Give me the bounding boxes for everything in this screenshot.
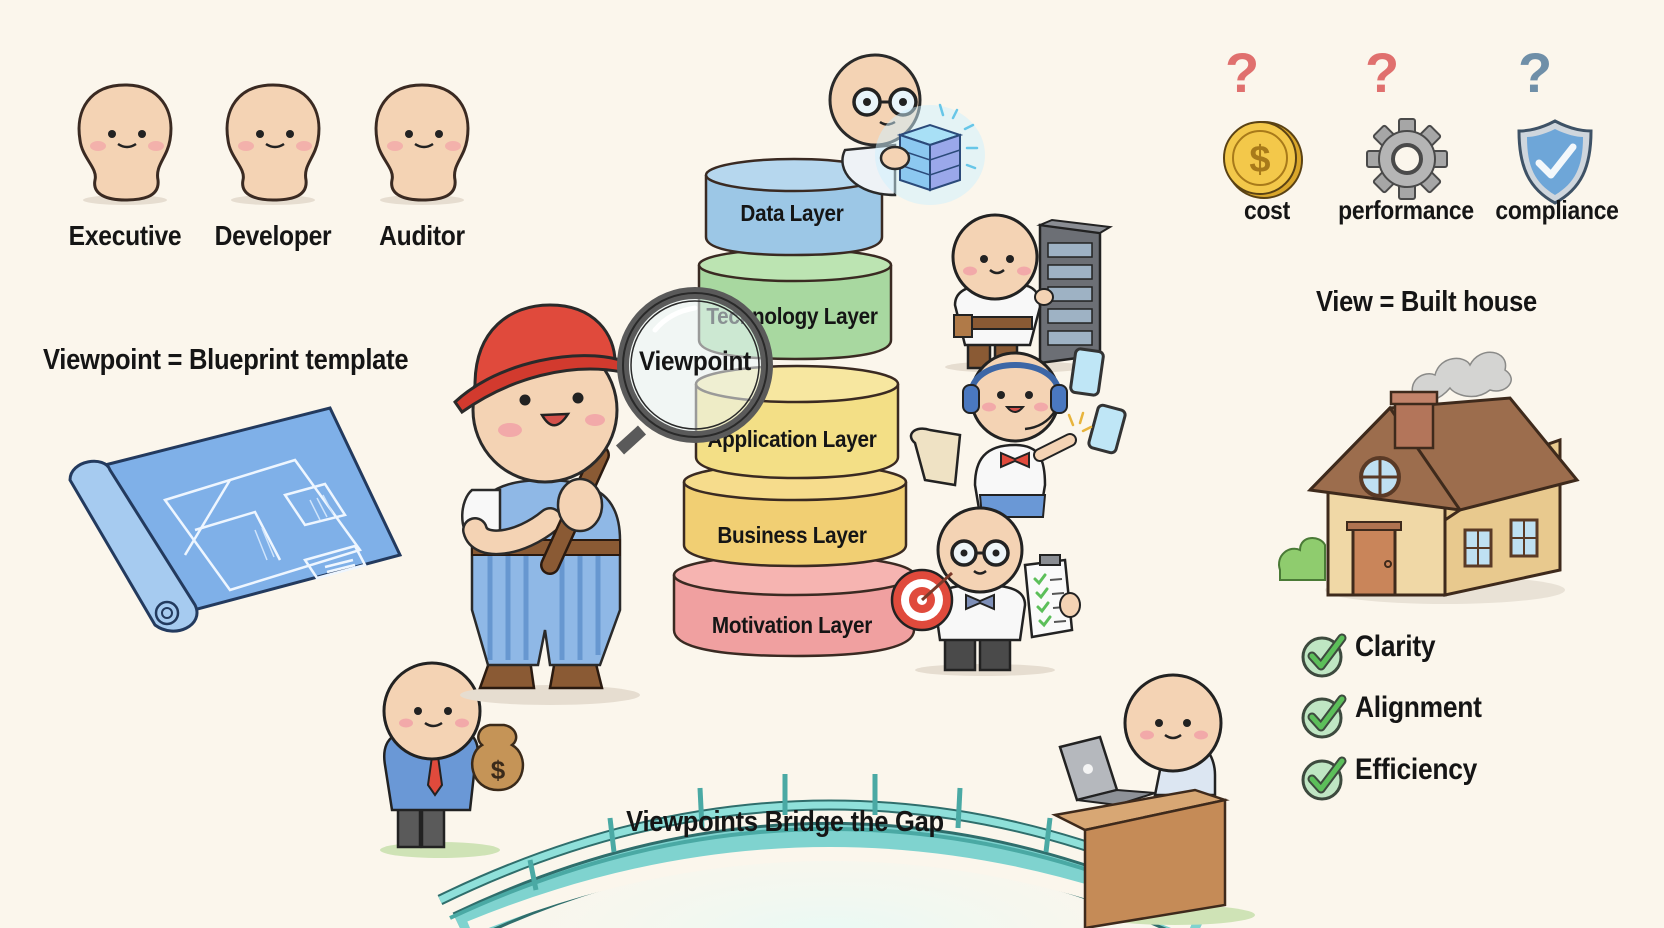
- strategist-figure: [890, 506, 1081, 676]
- executive-with-moneybag-figure: $: [380, 661, 525, 858]
- benefit-item-clarity: Clarity: [1300, 630, 1600, 680]
- benefit-item-efficiency: Efficiency: [1300, 753, 1600, 803]
- layer-label-motivation: Motivation Layer: [711, 612, 873, 638]
- head-icon: [77, 83, 173, 205]
- benefit-label: Clarity: [1355, 630, 1436, 663]
- check-circle-icon: [1301, 756, 1347, 801]
- benefit-label: Efficiency: [1355, 753, 1478, 786]
- concern-label-compliance: compliance: [1495, 195, 1619, 225]
- stakeholder-label-auditor: Auditor: [379, 220, 465, 251]
- head-icon: [225, 83, 321, 205]
- question-mark-icon: ?: [1365, 41, 1399, 104]
- head-icon: [374, 83, 470, 205]
- stakeholder-label-executive: Executive: [68, 220, 182, 251]
- viewpoint-analogy-text: Viewpoint = Blueprint template: [43, 344, 409, 376]
- view-analogy-text: View = Built house: [1316, 286, 1537, 318]
- shield-check-icon: [1517, 119, 1593, 205]
- svg-text:$: $: [491, 755, 506, 785]
- developer-at-desk-figure: [1051, 673, 1255, 928]
- bridge-icon: [437, 770, 1223, 928]
- svg-text:$: $: [1249, 139, 1270, 181]
- concern-label-performance: performance: [1338, 195, 1474, 225]
- concern-label-cost: cost: [1243, 195, 1290, 225]
- magnifier-viewpoint-label: Viewpoint: [639, 346, 751, 376]
- blueprint-scroll-icon: [68, 406, 403, 633]
- gear-icon: [1366, 118, 1448, 200]
- support-agent-figure: [909, 347, 1127, 518]
- check-circle-icon: [1301, 694, 1347, 739]
- concerns-group: ? ? ? $ cost performance: [1180, 35, 1640, 245]
- benefit-item-alignment: Alignment: [1300, 691, 1600, 741]
- data-engineer-figure: [828, 53, 985, 205]
- stakeholder-label-developer: Developer: [214, 220, 332, 251]
- layer-label-business: Business Layer: [717, 522, 867, 548]
- question-mark-icon: ?: [1225, 41, 1259, 104]
- house-icon: [1278, 351, 1580, 604]
- stakeholders-group: Executive Developer Auditor: [55, 70, 495, 260]
- layer-label-data: Data Layer: [740, 200, 844, 226]
- question-mark-icon: ?: [1518, 41, 1552, 104]
- coin-dollar-icon: $: [1223, 121, 1303, 199]
- layer-stack: Data Layer Technology Layer Application …: [670, 150, 920, 680]
- bridge-caption: Viewpoints Bridge the Gap: [626, 806, 944, 838]
- technician-with-server-figure: [945, 213, 1114, 373]
- check-circle-icon: [1301, 633, 1347, 678]
- benefits-list: Clarity Alignment Efficiency: [1300, 630, 1600, 830]
- layer-cylinder-data: [704, 157, 884, 257]
- builder-figure: [453, 287, 773, 705]
- benefit-label: Alignment: [1355, 691, 1482, 724]
